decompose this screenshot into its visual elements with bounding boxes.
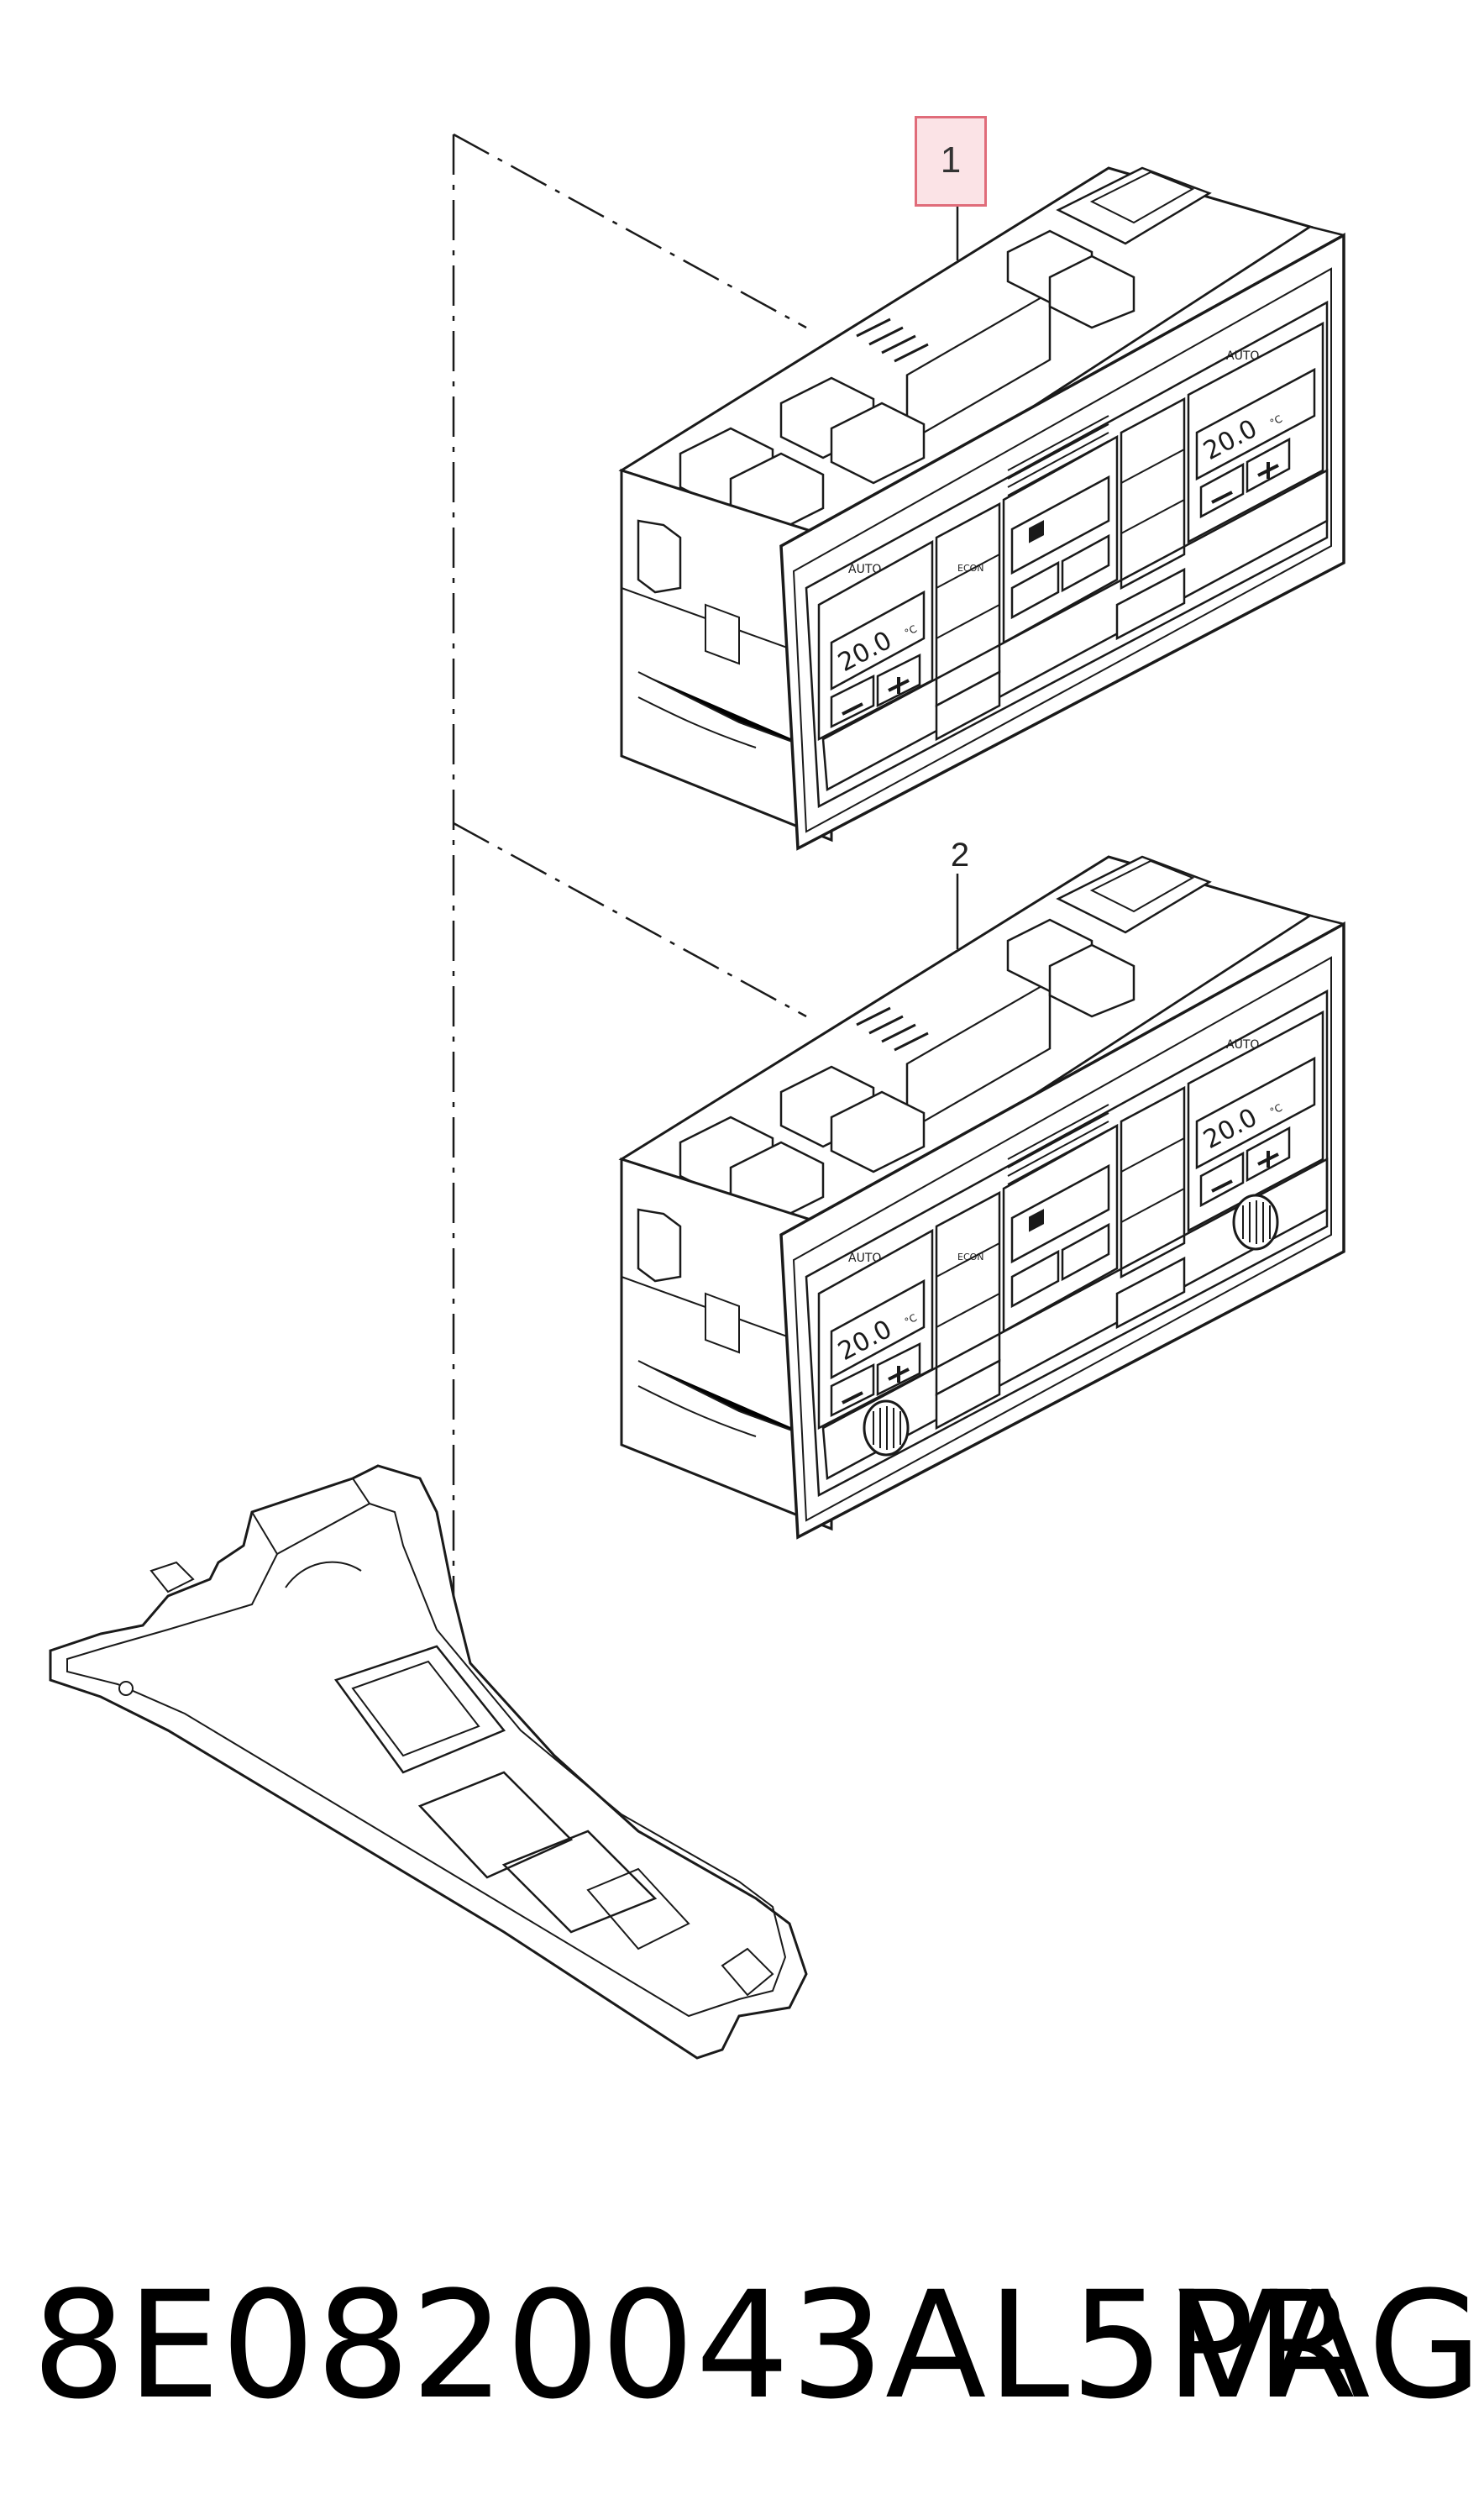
exploded-parts-diagram: AUTO AUTO ECON 20.0 °C 20.0 °C AUTO AUTO… [49, 133, 1345, 2060]
auto-label-right: AUTO [1226, 349, 1259, 363]
explosion-line-unit-2 [453, 822, 807, 1018]
diagram-canvas: AUTO AUTO ECON 20.0 °C 20.0 °C AUTO AUTO… [49, 133, 1345, 2060]
seat-heating-knob-left [863, 1399, 910, 1457]
climate-control-unit-2: AUTO AUTO ECON 20.0 °C 20.0 °C [620, 855, 1345, 1539]
auto-label-left: AUTO [848, 563, 881, 576]
econ-label-2: ECON [957, 1252, 984, 1263]
callout-2: 2 [950, 837, 970, 874]
explosion-line-unit-1 [453, 133, 807, 329]
temp-unit-left-2: °C [903, 1312, 919, 1328]
temp-unit-left: °C [903, 623, 919, 639]
temp-unit-right-2: °C [1268, 1102, 1284, 1118]
part-number-text: 8E0820043AL5PR [32, 2260, 1359, 2432]
brand-text: VAG [1177, 2260, 1479, 2432]
callout-1: 1 [915, 116, 987, 207]
seat-heating-knob-right [1232, 1194, 1279, 1251]
auto-label-right-2: AUTO [1226, 1038, 1259, 1052]
auto-label-left-2: AUTO [848, 1252, 881, 1265]
center-console [49, 1464, 808, 2060]
econ-label: ECON [957, 563, 984, 574]
climate-control-unit-1: AUTO AUTO ECON 20.0 °C 20.0 °C [620, 166, 1345, 850]
temp-unit-right: °C [1268, 413, 1284, 429]
